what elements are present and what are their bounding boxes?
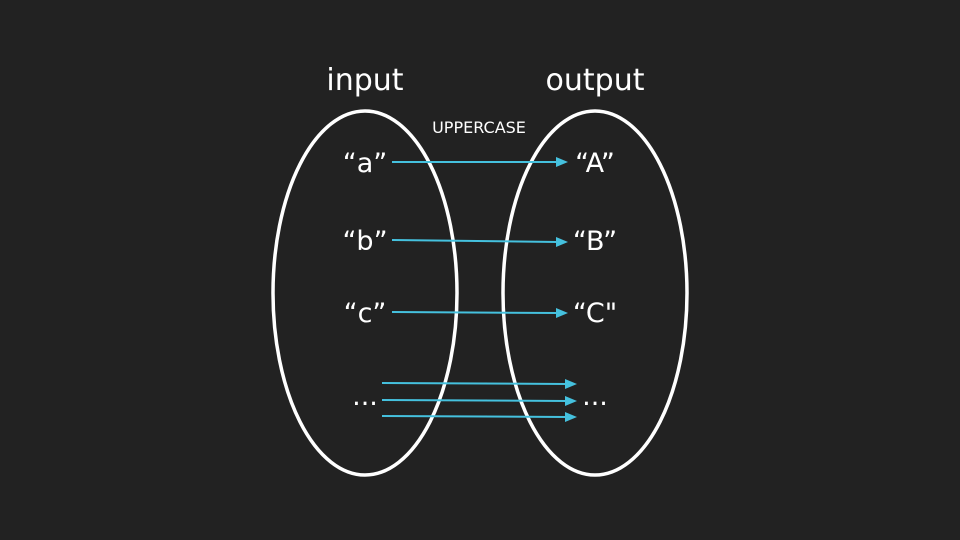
- mapping-arrow-more-1: [381, 379, 577, 389]
- output-element-b: “B”: [573, 226, 617, 257]
- output-element-a: “A”: [575, 148, 615, 179]
- mapping-arrow-a: [392, 157, 568, 167]
- output-element-c: “C": [573, 298, 617, 329]
- mapping-arrow-more-3: [381, 412, 577, 422]
- input-element-ellipsis: ...: [352, 381, 378, 412]
- input-element-a: “a”: [343, 148, 388, 179]
- mapping-arrow-b: [391, 237, 568, 247]
- output-set-label: output: [546, 63, 645, 98]
- input-set-oval: [271, 109, 459, 477]
- function-label: UPPERCASE: [432, 118, 526, 137]
- output-set-oval: [501, 109, 689, 477]
- input-set-label: input: [326, 63, 403, 98]
- input-element-c: “c”: [344, 298, 387, 329]
- output-element-ellipsis: ...: [582, 381, 608, 412]
- input-element-b: “b”: [342, 226, 387, 257]
- mapping-arrow-more-2: [381, 396, 577, 406]
- mapping-arrow-c: [391, 308, 568, 318]
